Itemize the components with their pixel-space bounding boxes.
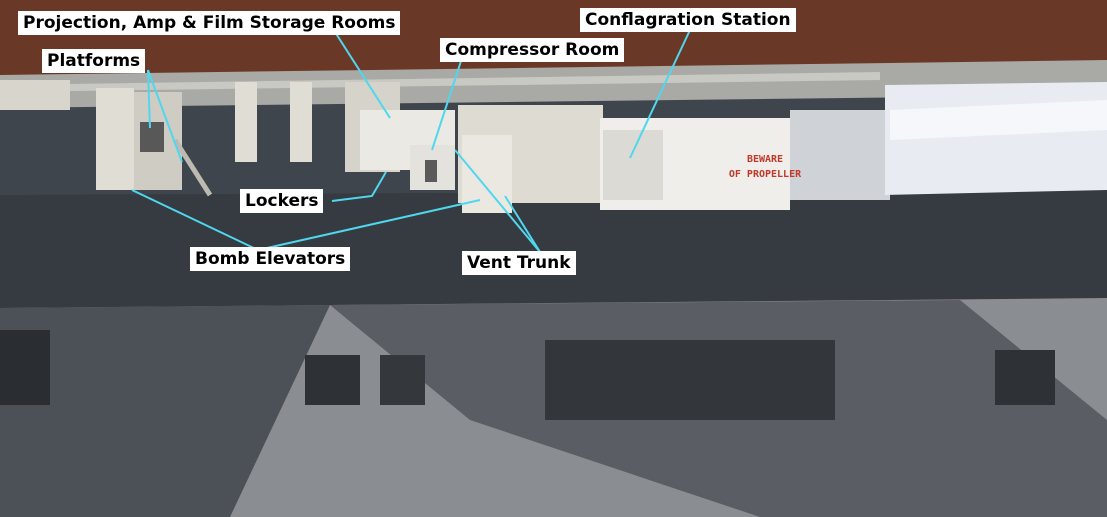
label-lockers: Lockers (240, 189, 324, 213)
label-bomb-elevators: Bomb Elevators (190, 247, 351, 271)
label-projection-rooms: Projection, Amp & Film Storage Rooms (18, 11, 401, 35)
label-compressor-room: Compressor Room (440, 38, 625, 62)
ladder (172, 138, 213, 197)
vent-trunk-block (462, 135, 512, 213)
label-vent-trunk: Vent Trunk (462, 251, 576, 275)
conflagration-station-block (603, 130, 663, 200)
leader-lines (131, 29, 691, 253)
bomb-elevator-left (96, 88, 134, 190)
sign-line-1: BEWARE (746, 154, 784, 165)
label-conflagration-station: Conflagration Station (580, 8, 796, 32)
hangar-opening (545, 340, 835, 420)
propeller-warning-sign: BEWARE OF PROPELLER (710, 152, 820, 182)
camo-dark-left (0, 305, 330, 517)
sign-line-2: OF PROPELLER (728, 169, 802, 180)
label-platforms: Platforms (42, 49, 146, 73)
